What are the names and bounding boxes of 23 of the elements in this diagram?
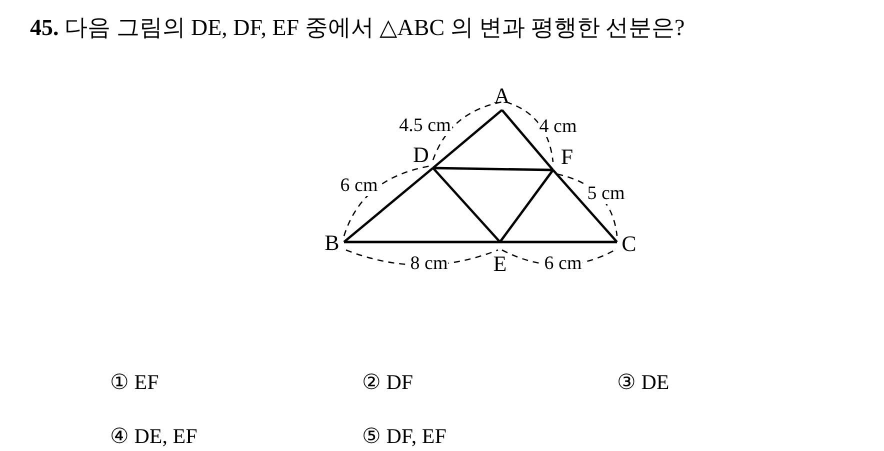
line-segment (432, 166, 554, 172)
dimension-label: 4 cm (538, 117, 578, 137)
answer-choice: ② DF (362, 370, 414, 395)
line-segment (500, 240, 617, 244)
vertex-label: E (493, 253, 507, 275)
line-segment (432, 109, 503, 169)
answer-choice: ③ DE (617, 370, 670, 395)
line-segment (501, 109, 554, 171)
dimension-label: 6 cm (339, 176, 379, 196)
line-segment (432, 167, 501, 243)
question-text: 45. 다음 그림의 DE, DF, EF 중에서 △ABC 의 변과 평행한 선분은? (30, 14, 685, 42)
vertex-label: D (413, 144, 429, 166)
answer-choice: ① EF (110, 370, 159, 395)
dimension-label: 5 cm (586, 184, 626, 204)
line-segment (499, 169, 554, 243)
line-segment (344, 240, 500, 244)
vertex-label: B (324, 232, 340, 254)
vertex-label: C (622, 233, 636, 255)
line-segment (552, 169, 618, 243)
answer-choice: ④ DE, EF (110, 424, 198, 449)
vertex-label: F (560, 146, 574, 168)
dimension-label: 4.5 cm (398, 116, 452, 136)
answer-choice: ⑤ DF, EF (362, 424, 446, 449)
